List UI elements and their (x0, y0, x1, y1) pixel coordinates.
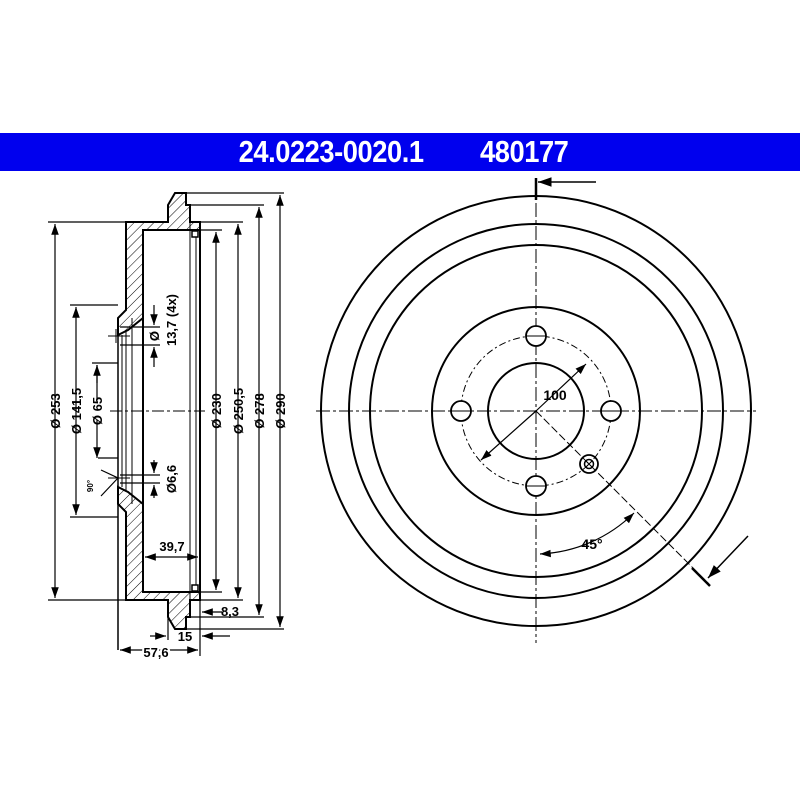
dim-d141-5: Ø 141,5 (69, 388, 84, 434)
reference-number: 480177 (479, 134, 569, 169)
dim-bolt-hole-symbol: Ø (147, 331, 162, 341)
dim-small-hole: Ø6,6 (164, 465, 179, 493)
dim-d250-5: Ø 250,5 (231, 388, 246, 434)
dim-d253: Ø 253 (48, 393, 63, 428)
dim-d65: Ø 65 (90, 397, 105, 425)
dim-flange-width: 15 (178, 629, 192, 644)
side-view-labels: Ø 253 Ø 141,5 Ø 65 Ø 230 Ø 250,5 Ø 278 Ø… (48, 294, 288, 662)
front-view (316, 177, 756, 643)
dim-rim-offset: 8,3 (221, 604, 239, 619)
dim-countersink-angle: 90° (86, 480, 95, 492)
title-banner: 24.0223-0020.1 480177 (0, 133, 800, 171)
marked-hole (579, 454, 599, 474)
dim-d278: Ø 278 (252, 393, 267, 428)
part-number: 24.0223-0020.1 (238, 134, 424, 169)
dim-d230: Ø 230 (209, 393, 224, 428)
dim-bolt-circle: 100 (543, 387, 567, 403)
dim-d290: Ø 290 (273, 393, 288, 428)
dim-total-depth: 57,6 (143, 645, 168, 660)
dim-bolt-hole-size: 13,7 (4x) (164, 294, 179, 346)
front-view-labels: 100 45° (543, 387, 602, 552)
side-view-section (108, 192, 205, 650)
dim-angle: 45° (581, 536, 602, 552)
side-view-dimensions (48, 192, 284, 656)
dim-inner-depth: 39,7 (159, 539, 184, 554)
